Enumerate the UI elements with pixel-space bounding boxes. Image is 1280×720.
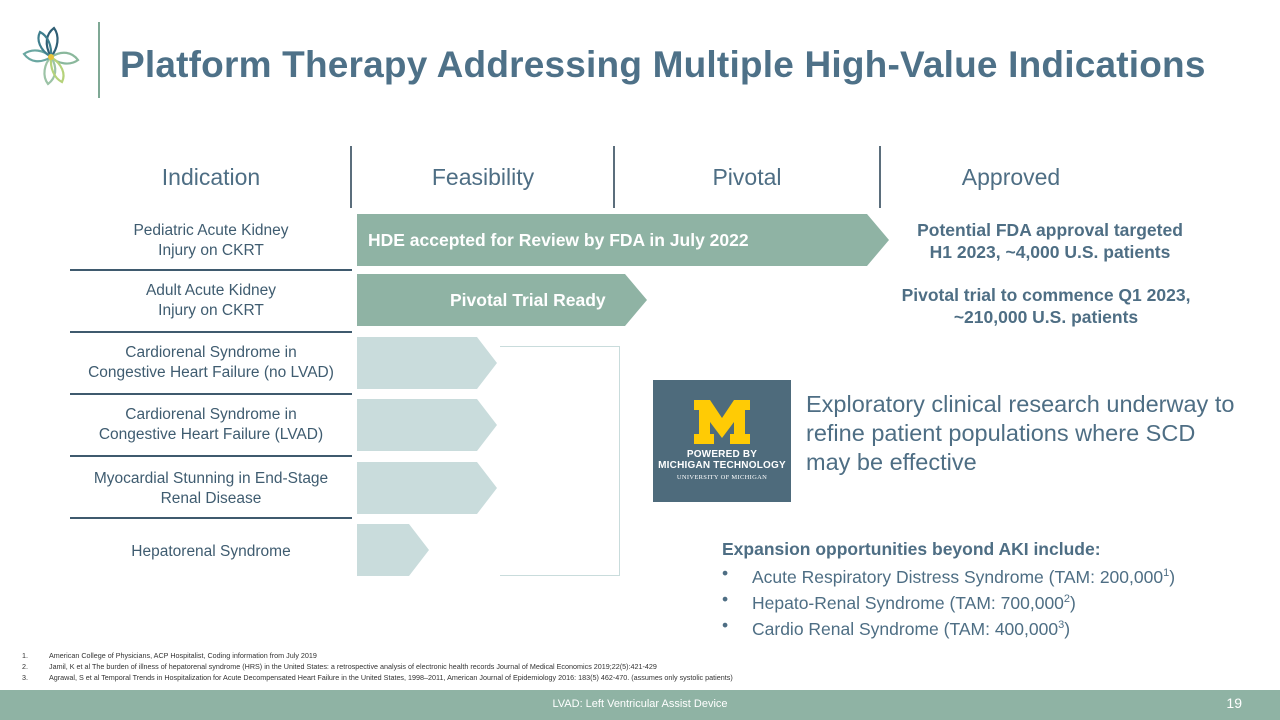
footnote-ref: 2 xyxy=(1063,592,1071,605)
umich-logo: POWERED BY MICHIGAN TECHNOLOGY UNIVERSIT… xyxy=(653,380,791,502)
indication-line: Pediatric Acute Kidney xyxy=(133,222,289,239)
hde-progress-arrow: HDE accepted for Review by FDA in July 2… xyxy=(357,214,889,266)
exploratory-research-text: Exploratory clinical research underway t… xyxy=(806,391,1235,475)
column-header-pivotal: Pivotal xyxy=(712,164,782,190)
item-close: ) xyxy=(1070,592,1076,613)
page-number: 19 xyxy=(1226,695,1242,711)
pivotal-arrow-label: Pivotal Trial Ready xyxy=(450,289,606,310)
approved-line: Pivotal trial to commence Q1 2023, xyxy=(901,285,1191,305)
item-close: ) xyxy=(1169,566,1176,587)
footnote: 2. Jamil, K et al The burden of illness o… xyxy=(22,661,1122,672)
feasibility-arrow-hepatorenal xyxy=(357,524,429,576)
footnote-ref: 1 xyxy=(1163,567,1170,579)
approved-text-adult: Pivotal trial to commence Q1 2023, ~210,… xyxy=(876,284,1216,328)
row-divider xyxy=(70,455,352,457)
powered-by-line: POWERED BY xyxy=(686,449,758,460)
block-m-icon xyxy=(694,400,750,444)
expansion-list: • Acute Respiratory Distress Syndrome (TA… xyxy=(722,562,1242,639)
indication-crs-no-lvad: Cardiorenal Syndrome in Congestive Heart… xyxy=(70,342,352,384)
indication-line: Renal Disease xyxy=(160,490,262,507)
footnotes: 1. American College of Physicians, ACP Ho… xyxy=(22,650,1122,683)
list-item: • Acute Respiratory Distress Syndrome (TA… xyxy=(722,562,1242,588)
title-divider xyxy=(98,22,100,98)
list-item: • Cardio Renal Syndrome (TAM: 400,0003) xyxy=(722,614,1242,640)
feasibility-arrow-crs-lvad xyxy=(357,399,497,451)
indication-hepatorenal: Hepatorenal Syndrome xyxy=(131,543,291,560)
indication-crs-lvad: Cardiorenal Syndrome in Congestive Heart… xyxy=(70,404,352,446)
footer-note: LVAD: Left Ventricular Assist Device xyxy=(552,698,728,710)
item-text: Hepato-Renal Syndrome (TAM: 700,000 xyxy=(752,592,1064,613)
bullet: • xyxy=(722,563,729,583)
footnote-number: 2. xyxy=(22,662,28,671)
footer-bar: LVAD: Left Ventricular Assist Device 19 xyxy=(0,690,1280,720)
bullet: • xyxy=(722,588,729,609)
indication-line: Congestive Heart Failure (no LVAD) xyxy=(88,364,334,381)
indication-pediatric-aki: Pediatric Acute Kidney Injury on CKRT xyxy=(70,220,352,262)
column-separator xyxy=(350,146,352,208)
column-separator xyxy=(613,146,615,208)
footnote-ref: 3 xyxy=(1058,618,1065,631)
page-title: Platform Therapy Addressing Multiple Hig… xyxy=(120,44,1206,85)
indication-myocardial-stunning: Myocardial Stunning in End-Stage Renal D… xyxy=(70,468,352,510)
column-header-feasibility: Feasibility xyxy=(431,164,535,190)
hde-arrow-label: HDE accepted for Review by FDA in July 2… xyxy=(368,229,749,250)
footnote-number: 1. xyxy=(22,651,28,660)
footnote-number: 3. xyxy=(22,673,28,682)
company-logo-icon xyxy=(22,26,80,86)
list-item: • Hepato-Renal Syndrome (TAM: 700,0002) xyxy=(722,588,1242,614)
indication-line: Injury on CKRT xyxy=(158,242,264,259)
item-close: ) xyxy=(1064,618,1071,639)
indication-line: Adult Acute Kidney xyxy=(145,282,277,299)
bullet: • xyxy=(722,614,729,635)
row-divider xyxy=(70,393,352,395)
footnote-text: Jamil, K et al The burden of illness of … xyxy=(49,662,657,671)
indication-adult-aki: Adult Acute Kidney Injury on CKRT xyxy=(70,280,352,322)
approved-line: H1 2023, ~4,000 U.S. patients xyxy=(929,242,1171,262)
indication-line: Cardiorenal Syndrome in xyxy=(125,344,297,361)
row-divider xyxy=(70,331,352,333)
item-text: Acute Respiratory Distress Syndrome (TAM… xyxy=(752,566,1164,587)
exploratory-bracket xyxy=(500,346,620,576)
indication-line: Congestive Heart Failure (LVAD) xyxy=(98,426,324,443)
feasibility-arrow-myocardial xyxy=(357,462,497,514)
column-header-approved: Approved xyxy=(961,164,1061,190)
pivotal-progress-arrow: Pivotal Trial Ready xyxy=(357,274,647,326)
michigan-technology-line: MICHIGAN TECHNOLOGY xyxy=(658,460,786,471)
indication-line: Cardiorenal Syndrome in xyxy=(125,406,297,423)
footnote-text: Agrawal, S et al Temporal Trends in Hosp… xyxy=(49,673,733,682)
expansion-opportunities: Expansion opportunities beyond AKI inclu… xyxy=(722,539,1242,639)
indication-line: Myocardial Stunning in End-Stage xyxy=(93,470,329,487)
row-divider xyxy=(70,269,352,271)
feasibility-arrow-crs-no-lvad xyxy=(357,337,497,389)
column-header-indication: Indication xyxy=(161,164,261,190)
column-separator xyxy=(879,146,881,208)
footnote: 3. Agrawal, S et al Temporal Trends in Ho… xyxy=(22,672,1122,683)
footnote: 1. American College of Physicians, ACP Ho… xyxy=(22,650,1122,661)
footnote-text: American College of Physicians, ACP Hosp… xyxy=(49,651,317,660)
approved-line: Potential FDA approval targeted xyxy=(917,220,1183,240)
approved-line: ~210,000 U.S. patients xyxy=(953,307,1139,327)
item-text: Cardio Renal Syndrome (TAM: 400,000 xyxy=(752,618,1059,639)
approved-text-pediatric: Potential FDA approval targeted H1 2023,… xyxy=(880,219,1220,263)
indication-line: Injury on CKRT xyxy=(158,302,264,319)
powered-by-text: POWERED BY MICHIGAN TECHNOLOGY xyxy=(658,449,786,471)
university-name: UNIVERSITY OF MICHIGAN xyxy=(676,474,768,481)
expansion-heading: Expansion opportunities beyond AKI inclu… xyxy=(722,539,1101,559)
row-divider xyxy=(70,517,352,519)
